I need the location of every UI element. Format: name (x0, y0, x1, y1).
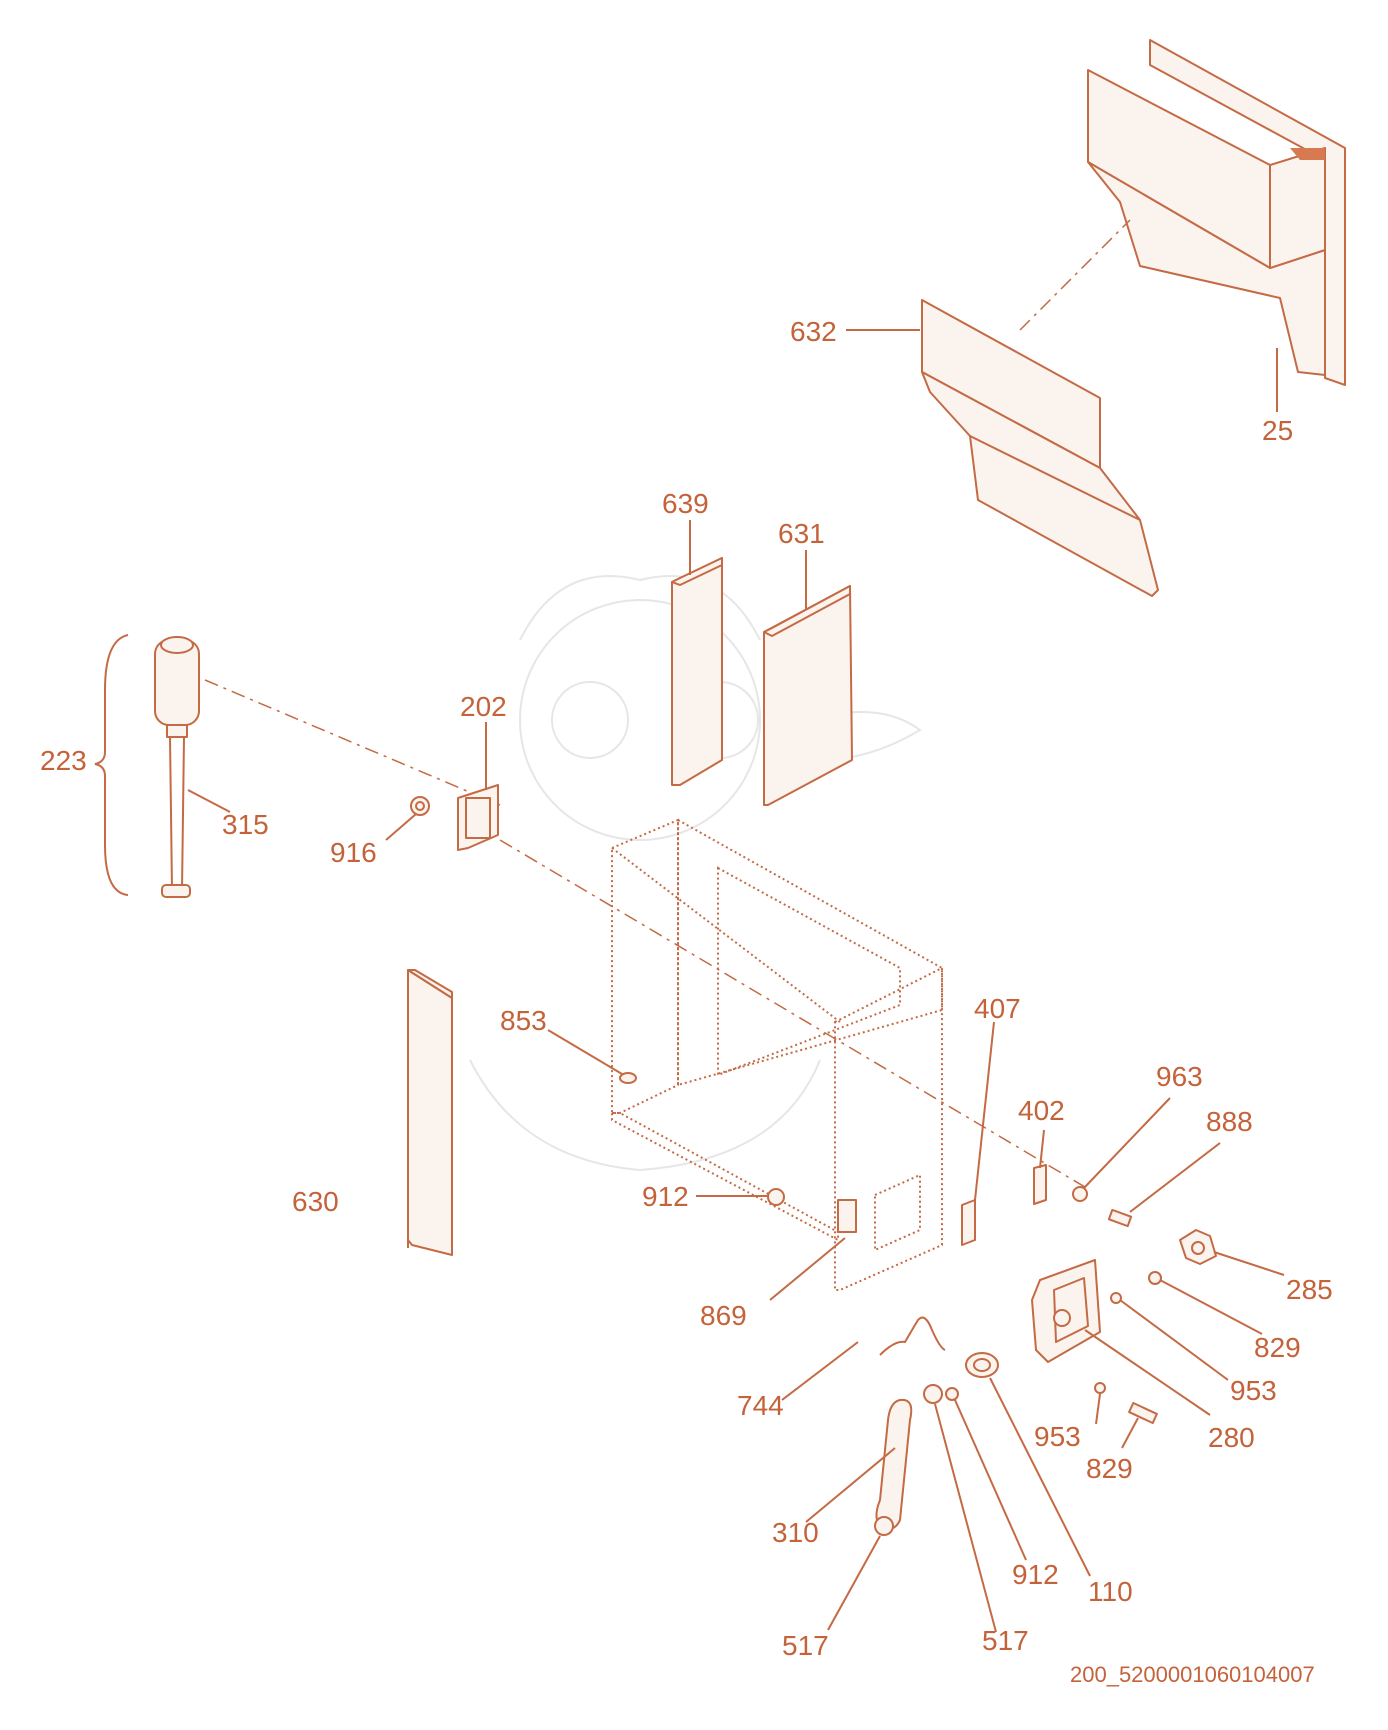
callout-916: 916 (330, 837, 377, 868)
callout-280: 280 (1208, 1422, 1255, 1453)
part-280-housing (1031, 1259, 1101, 1363)
part-517-ring-upper (923, 1384, 943, 1404)
callout-517-right: 517 (982, 1625, 1029, 1656)
assembly-axis (204, 679, 501, 806)
part-25-cover (1087, 39, 1346, 386)
callout-407: 407 (974, 993, 1021, 1024)
part-110-fitting (965, 1352, 999, 1378)
part-202-gasket (457, 784, 499, 851)
callout-223: 223 (40, 745, 87, 776)
callout-285: 285 (1286, 1274, 1333, 1305)
callout-869: 869 (700, 1300, 747, 1331)
part-953-washer-upper (1110, 1292, 1122, 1304)
part-630-panel (407, 969, 453, 1256)
part-223-element (94, 634, 200, 898)
part-631-panel (763, 585, 853, 806)
callout-953-lower: 953 (1034, 1421, 1081, 1452)
leader-lines (187, 329, 1285, 1633)
part-912-washer-lower (945, 1387, 959, 1401)
part-310-hose (875, 1398, 913, 1530)
part-963-washer (1072, 1186, 1088, 1202)
assembly-axis (1019, 219, 1131, 331)
callout-829-upper: 829 (1254, 1332, 1301, 1363)
part-916-nut (410, 796, 430, 816)
callout-744: 744 (737, 1390, 784, 1421)
part-744-wire (879, 1316, 946, 1356)
bracket-223 (94, 634, 129, 896)
callout-517-left: 517 (782, 1630, 829, 1661)
callout-639: 639 (662, 488, 709, 519)
part-829-screw-upper (1148, 1271, 1162, 1285)
part-639-panel (671, 557, 723, 786)
part-953-washer-lower (1094, 1382, 1106, 1394)
callout-888: 888 (1206, 1106, 1253, 1137)
part-632-baffle (921, 299, 1159, 597)
callout-202: 202 (460, 691, 507, 722)
part-517-ring-lower (874, 1516, 894, 1536)
part-407-bracket (961, 1199, 976, 1246)
callout-25: 25 (1262, 415, 1293, 446)
callout-912-upper: 912 (642, 1181, 689, 1212)
part-402-bracket (1033, 1164, 1047, 1205)
callout-953-upper: 953 (1230, 1375, 1277, 1406)
part-frame-box (611, 818, 943, 1291)
document-id: 200_5200001060104007 (1070, 1662, 1315, 1687)
callout-829-lower: 829 (1086, 1453, 1133, 1484)
callout-912-lower: 912 (1012, 1559, 1059, 1590)
part-829-screw-lower (1128, 1401, 1158, 1425)
callout-853: 853 (500, 1005, 547, 1036)
callout-632: 632 (790, 316, 837, 347)
callout-110: 110 (1088, 1576, 1133, 1607)
callout-631: 631 (778, 518, 825, 549)
part-888-screw (1107, 1208, 1133, 1228)
callout-310: 310 (772, 1517, 819, 1548)
callout-315: 315 (222, 809, 269, 840)
part-912-washer (767, 1188, 785, 1206)
part-285-knob (1179, 1229, 1217, 1265)
assembly-axis (499, 839, 1091, 1191)
callout-630: 630 (292, 1186, 339, 1217)
callout-402: 402 (1018, 1095, 1065, 1126)
callout-963: 963 (1156, 1061, 1203, 1092)
callout-labels: 25 632 639 631 202 223 315 916 853 407 9… (40, 316, 1333, 1661)
